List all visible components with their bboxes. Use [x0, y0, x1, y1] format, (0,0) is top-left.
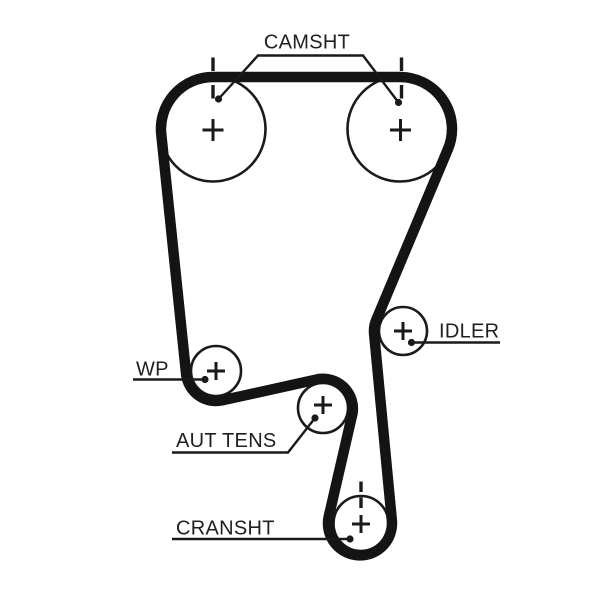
camshaft-label: CAMSHT	[264, 32, 350, 54]
camshaft-right-leader-dot	[394, 98, 403, 107]
timing-marks	[211, 57, 404, 509]
water-pump-leader-dot	[201, 375, 209, 384]
crankshaft-label: CRANSHT	[176, 518, 275, 540]
pulleys	[159, 75, 454, 553]
labels: CAMSHT WP IDLER AUT TENS CRANSHT	[136, 32, 499, 540]
tensioner-cross-icon	[314, 396, 332, 414]
tensioner-leader	[172, 417, 316, 454]
idler-cross-icon	[394, 322, 412, 340]
crankshaft-cross-icon	[352, 515, 370, 533]
camshaft-left-leader-dot	[214, 95, 223, 103]
leader-lines	[133, 54, 500, 543]
crankshaft-leader-dot	[346, 535, 354, 543]
camshaft-left-cross-icon	[202, 119, 224, 141]
camshaft-bracket-leader	[217, 54, 400, 104]
idler-leader-dot	[407, 338, 416, 347]
camshaft-right-cross-icon	[390, 119, 411, 141]
water-pump-label: WP	[136, 359, 169, 381]
tensioner-label: AUT TENS	[176, 430, 277, 452]
timing-belt	[155, 71, 458, 561]
idler-label: IDLER	[439, 321, 499, 343]
center-cross-marks	[202, 119, 412, 533]
water-pump-cross-icon	[207, 362, 225, 380]
tensioner-leader-dot	[311, 414, 319, 422]
